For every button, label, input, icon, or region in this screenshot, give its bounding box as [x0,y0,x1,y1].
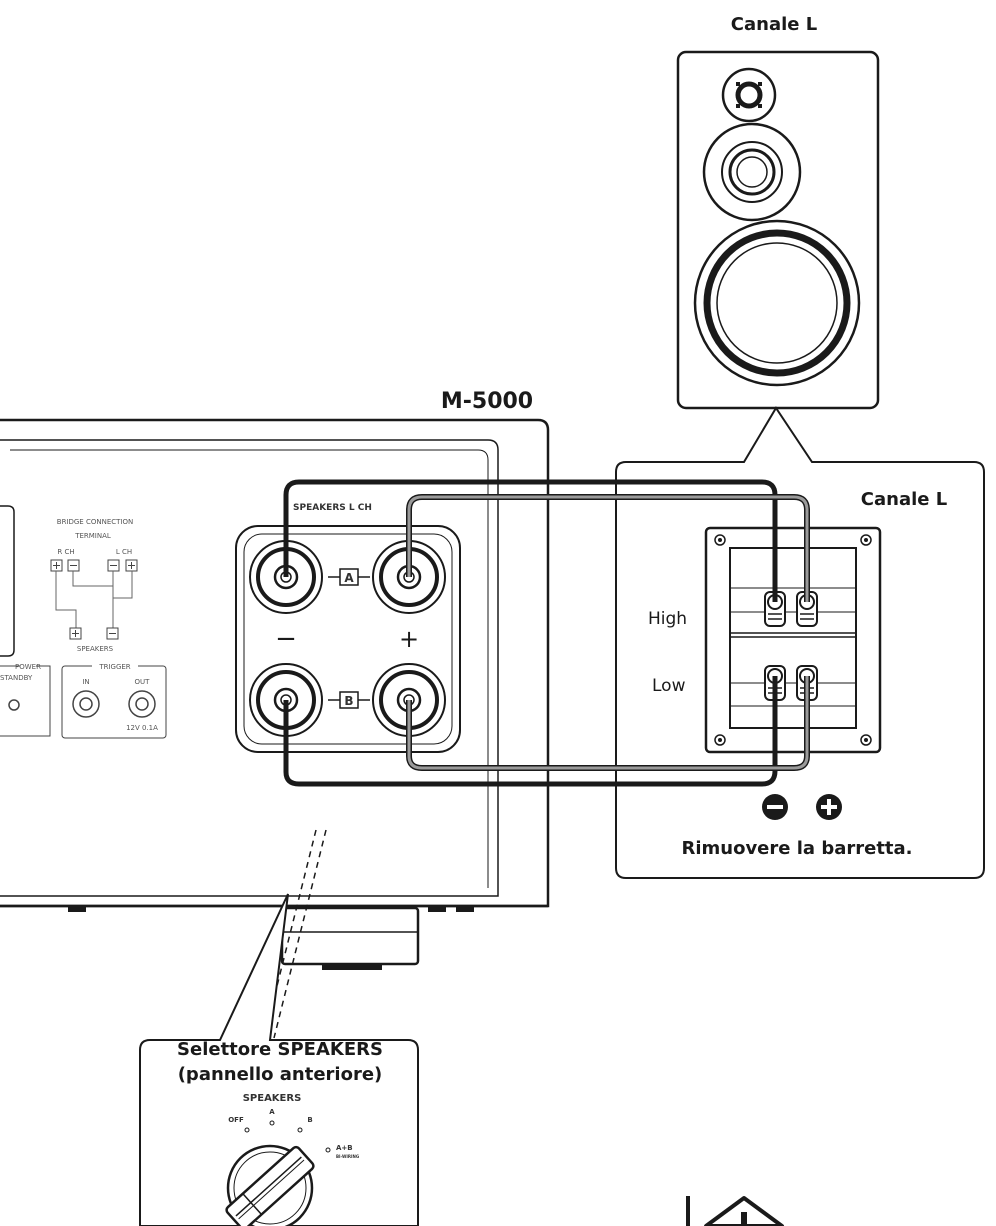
power-label: POWER [15,663,41,671]
speaker-title: Canale L [731,14,817,35]
selector-knob-title: SPEAKERS [243,1093,302,1104]
terminal-b-minus[interactable] [249,663,323,737]
selector-pos-off: OFF [228,1116,244,1124]
bridge-terminal-label: TERMINAL [74,532,111,540]
selector-pos-a: A [269,1108,275,1116]
detail-title: Canale L [861,489,947,510]
midrange-driver-icon [702,122,802,222]
woofer-driver-icon [693,219,861,387]
amp-model-label: M-5000 [441,389,533,414]
cable-light [406,494,810,771]
standby-label: STANDBY [0,674,33,682]
terminal-a-letter: A [344,571,354,585]
speakers-lch-label: SPEAKERS L CH [293,503,372,513]
remove-bar-note: Rimuovere la barretta. [681,838,912,859]
screw-icon [860,534,872,546]
bridge-lch-label: L CH [116,548,132,556]
minus-sign: − [275,624,297,654]
high-label: High [648,609,687,629]
terminal-b-tag: B [328,691,370,709]
terminal-b-letter: B [344,694,353,708]
minus-circle-icon [762,794,788,820]
selector-pos-ab-sub: BI-WIRING [336,1154,359,1159]
warning-icon [686,1196,784,1226]
trigger-in-label: IN [82,678,89,686]
plus-sign: + [399,625,419,653]
trigger-label: TRIGGER [98,663,130,671]
screw-icon [714,534,726,546]
low-label: Low [652,676,686,696]
bridge-title: BRIDGE CONNECTION [57,518,133,526]
trigger-out-label: OUT [135,678,151,686]
left-panel-edge [0,505,15,657]
binding-post-high-minus[interactable] [764,591,786,627]
amplifier-chassis [0,418,550,970]
bridge-speakers-label: SPEAKERS [77,645,114,653]
plus-circle-icon [816,794,842,820]
power-standby-block: POWER STANDBY [0,663,51,737]
bridge-connection-block: BRIDGE CONNECTION TERMINAL R CH L CH SPE… [50,518,138,653]
selector-title-line1: Selettore SPEAKERS [177,1039,383,1060]
bridge-rch-label: R CH [57,548,74,556]
selector-pos-b: B [307,1116,312,1124]
screw-icon [860,734,872,746]
screw-icon [714,734,726,746]
trigger-block: TRIGGER IN OUT 12V 0.1A [61,662,167,739]
cable-dark [283,479,778,787]
selector-callout-box [139,893,419,1226]
speaker-input-plate [704,526,882,754]
speakers-selector-knob[interactable] [225,1144,315,1226]
tweeter-icon [721,67,777,123]
power-switch-icon[interactable] [8,699,20,711]
trigger-out-spec: 12V 0.1A [126,724,158,732]
selector-pos-ab: A+B [336,1144,353,1152]
selector-title-line2: (pannello anteriore) [178,1064,383,1085]
speaker-cabinet [676,50,880,410]
terminal-a-tag: A [328,568,370,586]
selector-position-dots [244,1120,331,1153]
